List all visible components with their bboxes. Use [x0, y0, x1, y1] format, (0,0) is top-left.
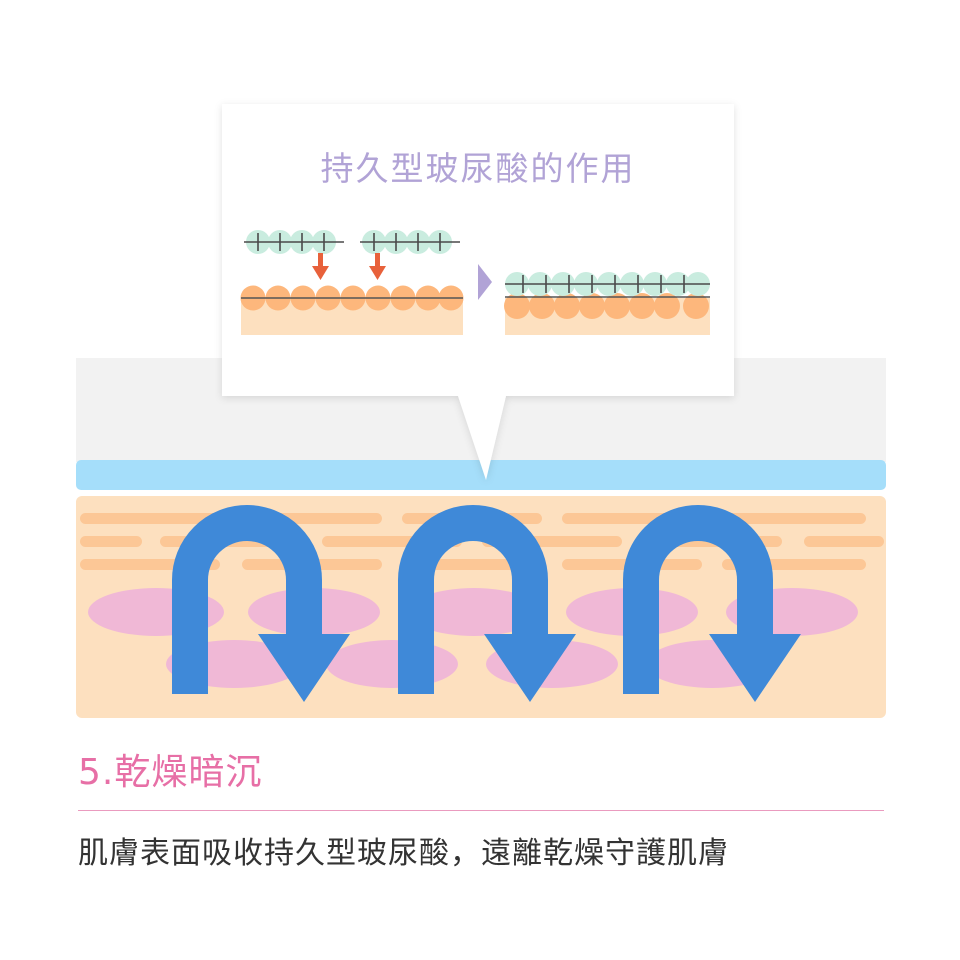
absorbed-molecule-row	[505, 272, 710, 296]
circulation-arrow-icon	[172, 505, 350, 702]
circulation-arrow-icon	[398, 505, 576, 702]
skin-moisture-diagram	[76, 104, 886, 718]
section-title: 5.乾燥暗沉	[78, 752, 263, 793]
hyaluronic-molecule-icon	[244, 230, 344, 254]
section-description: 肌膚表面吸收持久型玻尿酸，遠離乾燥守護肌膚	[78, 836, 729, 871]
down-arrow-icon	[369, 253, 386, 280]
before-absorption-diagram	[240, 230, 464, 335]
transition-arrow-icon	[478, 264, 492, 300]
after-absorption-diagram	[504, 272, 710, 335]
circulation-arrow-icon	[623, 505, 801, 702]
circulation-arrows	[172, 505, 801, 702]
skin-cell-row	[504, 293, 709, 319]
skin-cross-section	[76, 358, 886, 718]
callout-title: 持久型玻尿酸的作用	[320, 149, 636, 188]
section-divider	[78, 810, 884, 811]
hyaluronic-molecule-icon	[360, 230, 460, 254]
down-arrow-icon	[312, 253, 329, 280]
moisture-barrier-layer	[76, 460, 886, 490]
